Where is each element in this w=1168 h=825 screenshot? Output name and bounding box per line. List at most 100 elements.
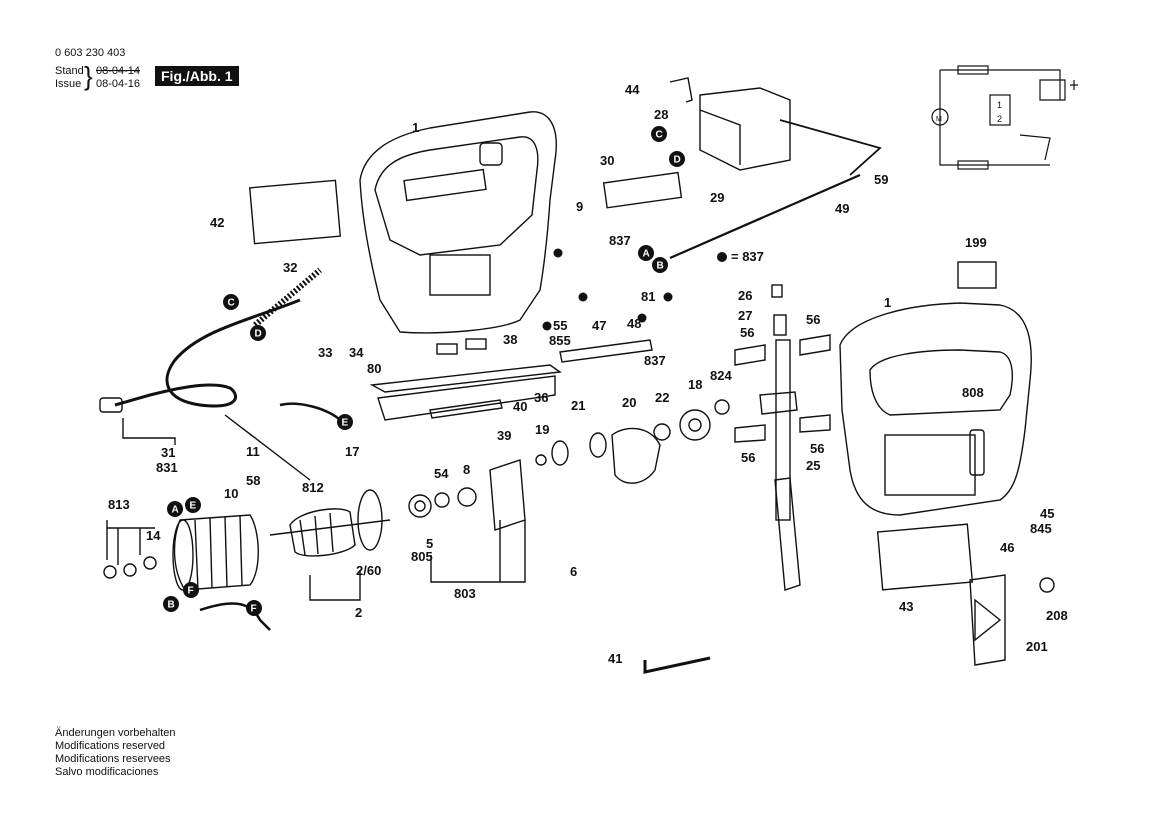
callout-28: 2 xyxy=(355,605,362,620)
callout-34: 6 xyxy=(570,564,577,579)
callout-44: 56 xyxy=(806,312,820,327)
callout-53: 46 xyxy=(1000,540,1014,555)
callout-16: 40 xyxy=(513,399,527,414)
callout-13: 80 xyxy=(367,361,381,376)
callout-12: 837 xyxy=(644,353,666,368)
callout-51: 45 xyxy=(1040,506,1054,521)
svg-text:B: B xyxy=(168,600,175,611)
callout-54: 43 xyxy=(899,599,913,614)
modification-notes: Änderungen vorbehalten Modifications res… xyxy=(55,727,175,779)
plunger-drawing xyxy=(775,339,791,521)
connector-mark-c-0: C xyxy=(223,294,239,310)
callout-47: 25 xyxy=(806,458,820,473)
callout-60: 30 xyxy=(600,153,614,168)
callout-22: 58 xyxy=(246,473,260,488)
callout-14: 38 xyxy=(503,332,517,347)
motor-field-drawing xyxy=(173,514,259,591)
svg-text:D: D xyxy=(255,329,262,340)
callout-26: 14 xyxy=(146,528,161,543)
callout-46: 56 xyxy=(810,441,824,456)
callout-32: 805 xyxy=(411,549,433,564)
callout-9: 47 xyxy=(592,318,606,333)
marked-part-dot-4 xyxy=(578,292,588,302)
callout-10: 48 xyxy=(627,316,641,331)
connector-mark-d-0: D xyxy=(250,325,266,341)
svg-text:D: D xyxy=(674,155,681,166)
callout-61: 29 xyxy=(710,190,724,205)
label-plate-43 xyxy=(876,523,974,591)
callout-48: 1 xyxy=(884,295,891,310)
callout-40: 824 xyxy=(710,368,732,383)
note-en: Modifications reserved xyxy=(55,740,166,752)
callout-25: 813 xyxy=(108,497,130,512)
connector-mark-b-1: B xyxy=(163,596,179,612)
svg-text:C: C xyxy=(228,298,235,309)
connector-mark-b-0: B xyxy=(652,257,668,273)
callout-8: 855 xyxy=(549,333,571,348)
callout-5: 9 xyxy=(576,199,583,214)
marked-part-dot-3 xyxy=(663,292,673,302)
callout-4: 34 xyxy=(349,345,364,360)
callout-29: 54 xyxy=(434,466,449,481)
connector-mark-e-0: E xyxy=(337,414,353,430)
callout-31: 5 xyxy=(426,536,433,551)
callout-24: 10 xyxy=(224,486,238,501)
brace-glyph: } xyxy=(84,61,93,91)
svg-text:B: B xyxy=(657,261,664,272)
callout-20: 11 xyxy=(246,444,260,459)
svg-text:E: E xyxy=(342,418,349,429)
connector-mark-f-1: F xyxy=(246,600,262,616)
callout-55: 208 xyxy=(1046,608,1068,623)
callout-59: 28 xyxy=(654,107,668,122)
stand-label: Stand xyxy=(55,65,84,77)
marked-part-dot-2 xyxy=(637,313,647,323)
connector-mark-f-0: F xyxy=(183,582,199,598)
armature-drawing xyxy=(269,508,391,557)
connector-mark-e-1: E xyxy=(185,497,201,513)
callout-57: 41 xyxy=(608,651,622,666)
callout-43: 56 xyxy=(740,325,754,340)
callout-42: 27 xyxy=(738,308,752,323)
callout-56: 201 xyxy=(1026,639,1048,654)
note-es: Salvo modificaciones xyxy=(55,766,159,778)
svg-text:A: A xyxy=(643,249,650,260)
callout-7: 55 xyxy=(553,318,567,333)
callout-6: 837 xyxy=(609,233,631,248)
power-cord-drawing xyxy=(114,298,301,408)
callout-23: 812 xyxy=(302,480,324,495)
label-plate-199 xyxy=(957,261,997,289)
connector-mark-a-1: A xyxy=(167,501,183,517)
svg-text:A: A xyxy=(172,505,179,516)
callout-39: 18 xyxy=(688,377,702,392)
switch-drawing xyxy=(699,87,791,171)
foot-plate-drawing xyxy=(369,364,562,393)
callout-21: 17 xyxy=(345,444,359,459)
wiring-schematic xyxy=(931,65,1078,170)
lead-49 xyxy=(669,173,861,260)
svg-text:1: 1 xyxy=(997,100,1002,110)
connector-mark-d-1: D xyxy=(669,151,685,167)
svg-text:F: F xyxy=(251,604,257,615)
callout-45: 56 xyxy=(741,450,755,465)
callout-0: 1 xyxy=(412,120,419,135)
stroke-gear-drawing xyxy=(611,427,661,484)
callout-35: 19 xyxy=(535,422,549,437)
legend-dot xyxy=(717,252,727,262)
callout-50: 199 xyxy=(965,235,987,250)
callout-30: 8 xyxy=(463,462,470,477)
callout-58: 44 xyxy=(625,82,640,97)
callout-19: 831 xyxy=(156,460,178,475)
svg-text:2: 2 xyxy=(997,114,1002,124)
callout-27: 2/60 xyxy=(356,563,381,578)
callout-41: 26 xyxy=(738,288,752,303)
lead-59 xyxy=(779,119,882,176)
callout-11: 81 xyxy=(641,289,655,304)
callout-49: 808 xyxy=(962,385,984,400)
callout-36: 21 xyxy=(571,398,585,413)
marked-part-dot-1 xyxy=(542,321,552,331)
marked-part-dot-0 xyxy=(553,248,563,258)
motor-symbol-m: M xyxy=(936,116,942,123)
callout-18: 31 xyxy=(161,445,175,460)
callout-33: 803 xyxy=(454,586,476,601)
